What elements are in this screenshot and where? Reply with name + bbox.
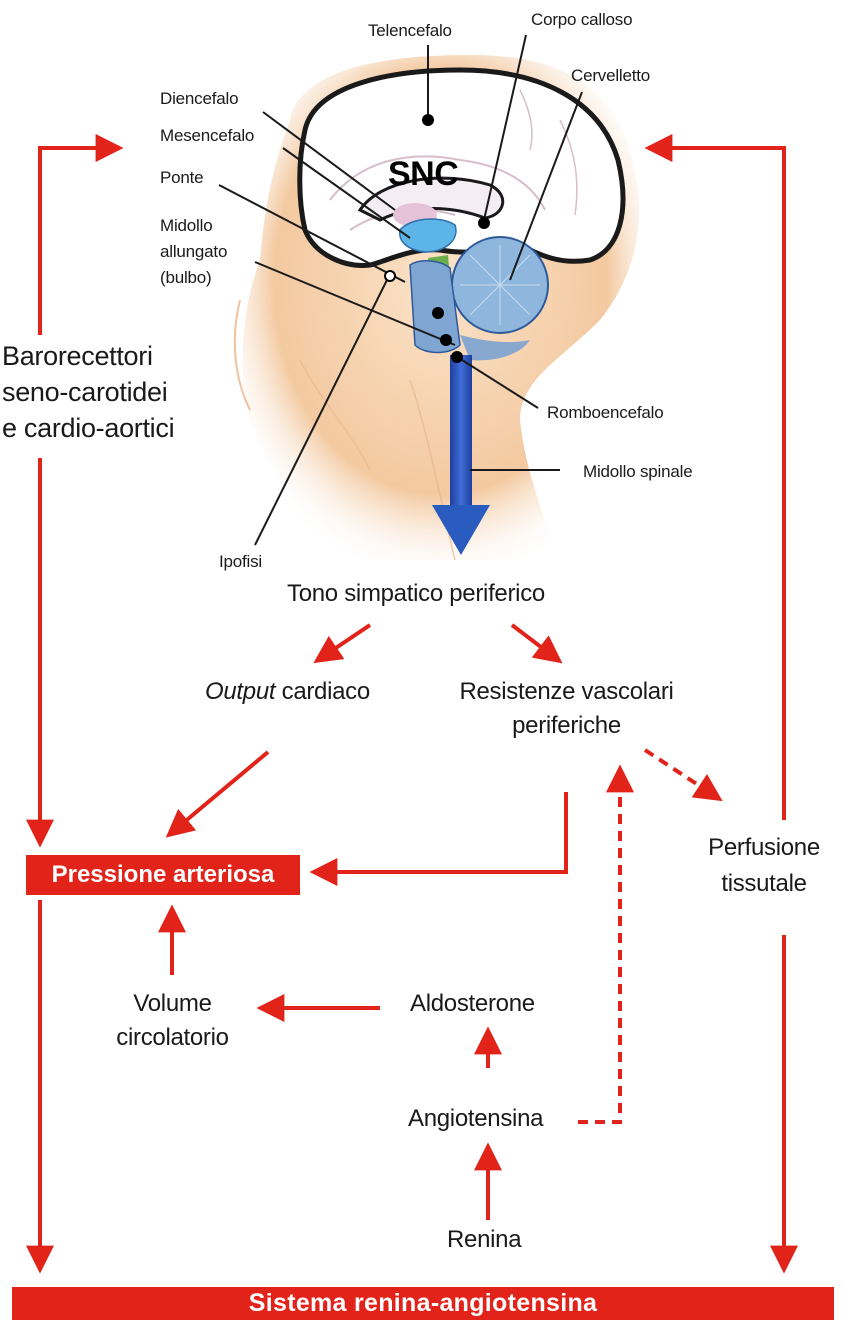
label-ipofisi: Ipofisi	[219, 552, 262, 572]
label-baro-line1: Barorecettori	[2, 339, 153, 374]
label-volume-line2: circolatorio	[100, 1024, 245, 1052]
arrow-tono-output	[318, 625, 370, 660]
arrow-baro-up	[40, 148, 118, 335]
arrow-resistenze-perfusione-dashed	[645, 750, 718, 798]
label-baro-line2: seno-carotidei	[2, 375, 167, 410]
label-cervelletto: Cervelletto	[571, 66, 650, 86]
head-illustration	[219, 35, 639, 560]
label-renina: Renina	[447, 1226, 521, 1254]
arrow-tono-resistenze	[512, 625, 558, 660]
label-midollo-line3: (bulbo)	[160, 268, 212, 288]
label-mesencefalo: Mesencefalo	[160, 126, 254, 146]
label-corpo-calloso: Corpo calloso	[531, 10, 632, 30]
label-perfusione-line2: tissutale	[690, 870, 838, 898]
label-output-cardiaco: Output cardiaco	[205, 678, 370, 706]
label-resistenze-line1: Resistenze vascolari	[444, 678, 689, 706]
label-diencefalo: Diencefalo	[160, 89, 238, 109]
arrow-output-pressione	[170, 752, 268, 834]
label-output-rest: cardiaco	[275, 678, 370, 705]
label-aldosterone: Aldosterone	[410, 990, 535, 1018]
label-romboencefalo: Romboencefalo	[547, 403, 663, 423]
label-midollo-spinale: Midollo spinale	[583, 462, 692, 482]
label-volume-line1: Volume	[100, 990, 245, 1018]
label-output-italic: Output	[205, 678, 275, 705]
arrow-angio-resistenze-dashed	[578, 770, 620, 1122]
label-baro-line3: e cardio-aortici	[2, 411, 174, 446]
label-angiotensina: Angiotensina	[408, 1105, 543, 1133]
arrow-resistenze-pressione	[315, 792, 566, 872]
pressione-arteriosa-box: Pressione arteriosa	[26, 855, 300, 895]
sistema-renina-angiotensina-bar: Sistema renina-angiotensina	[12, 1287, 834, 1320]
label-midollo-line2: allungato	[160, 242, 227, 262]
label-resistenze-line2: periferiche	[444, 712, 689, 740]
label-tono: Tono simpatico periferico	[287, 580, 545, 608]
label-midollo-line1: Midollo	[160, 216, 212, 236]
label-ponte: Ponte	[160, 168, 203, 188]
label-perfusione-line1: Perfusione	[690, 834, 838, 862]
label-snc: SNC	[388, 155, 458, 194]
label-telencefalo: Telencefalo	[368, 21, 452, 41]
